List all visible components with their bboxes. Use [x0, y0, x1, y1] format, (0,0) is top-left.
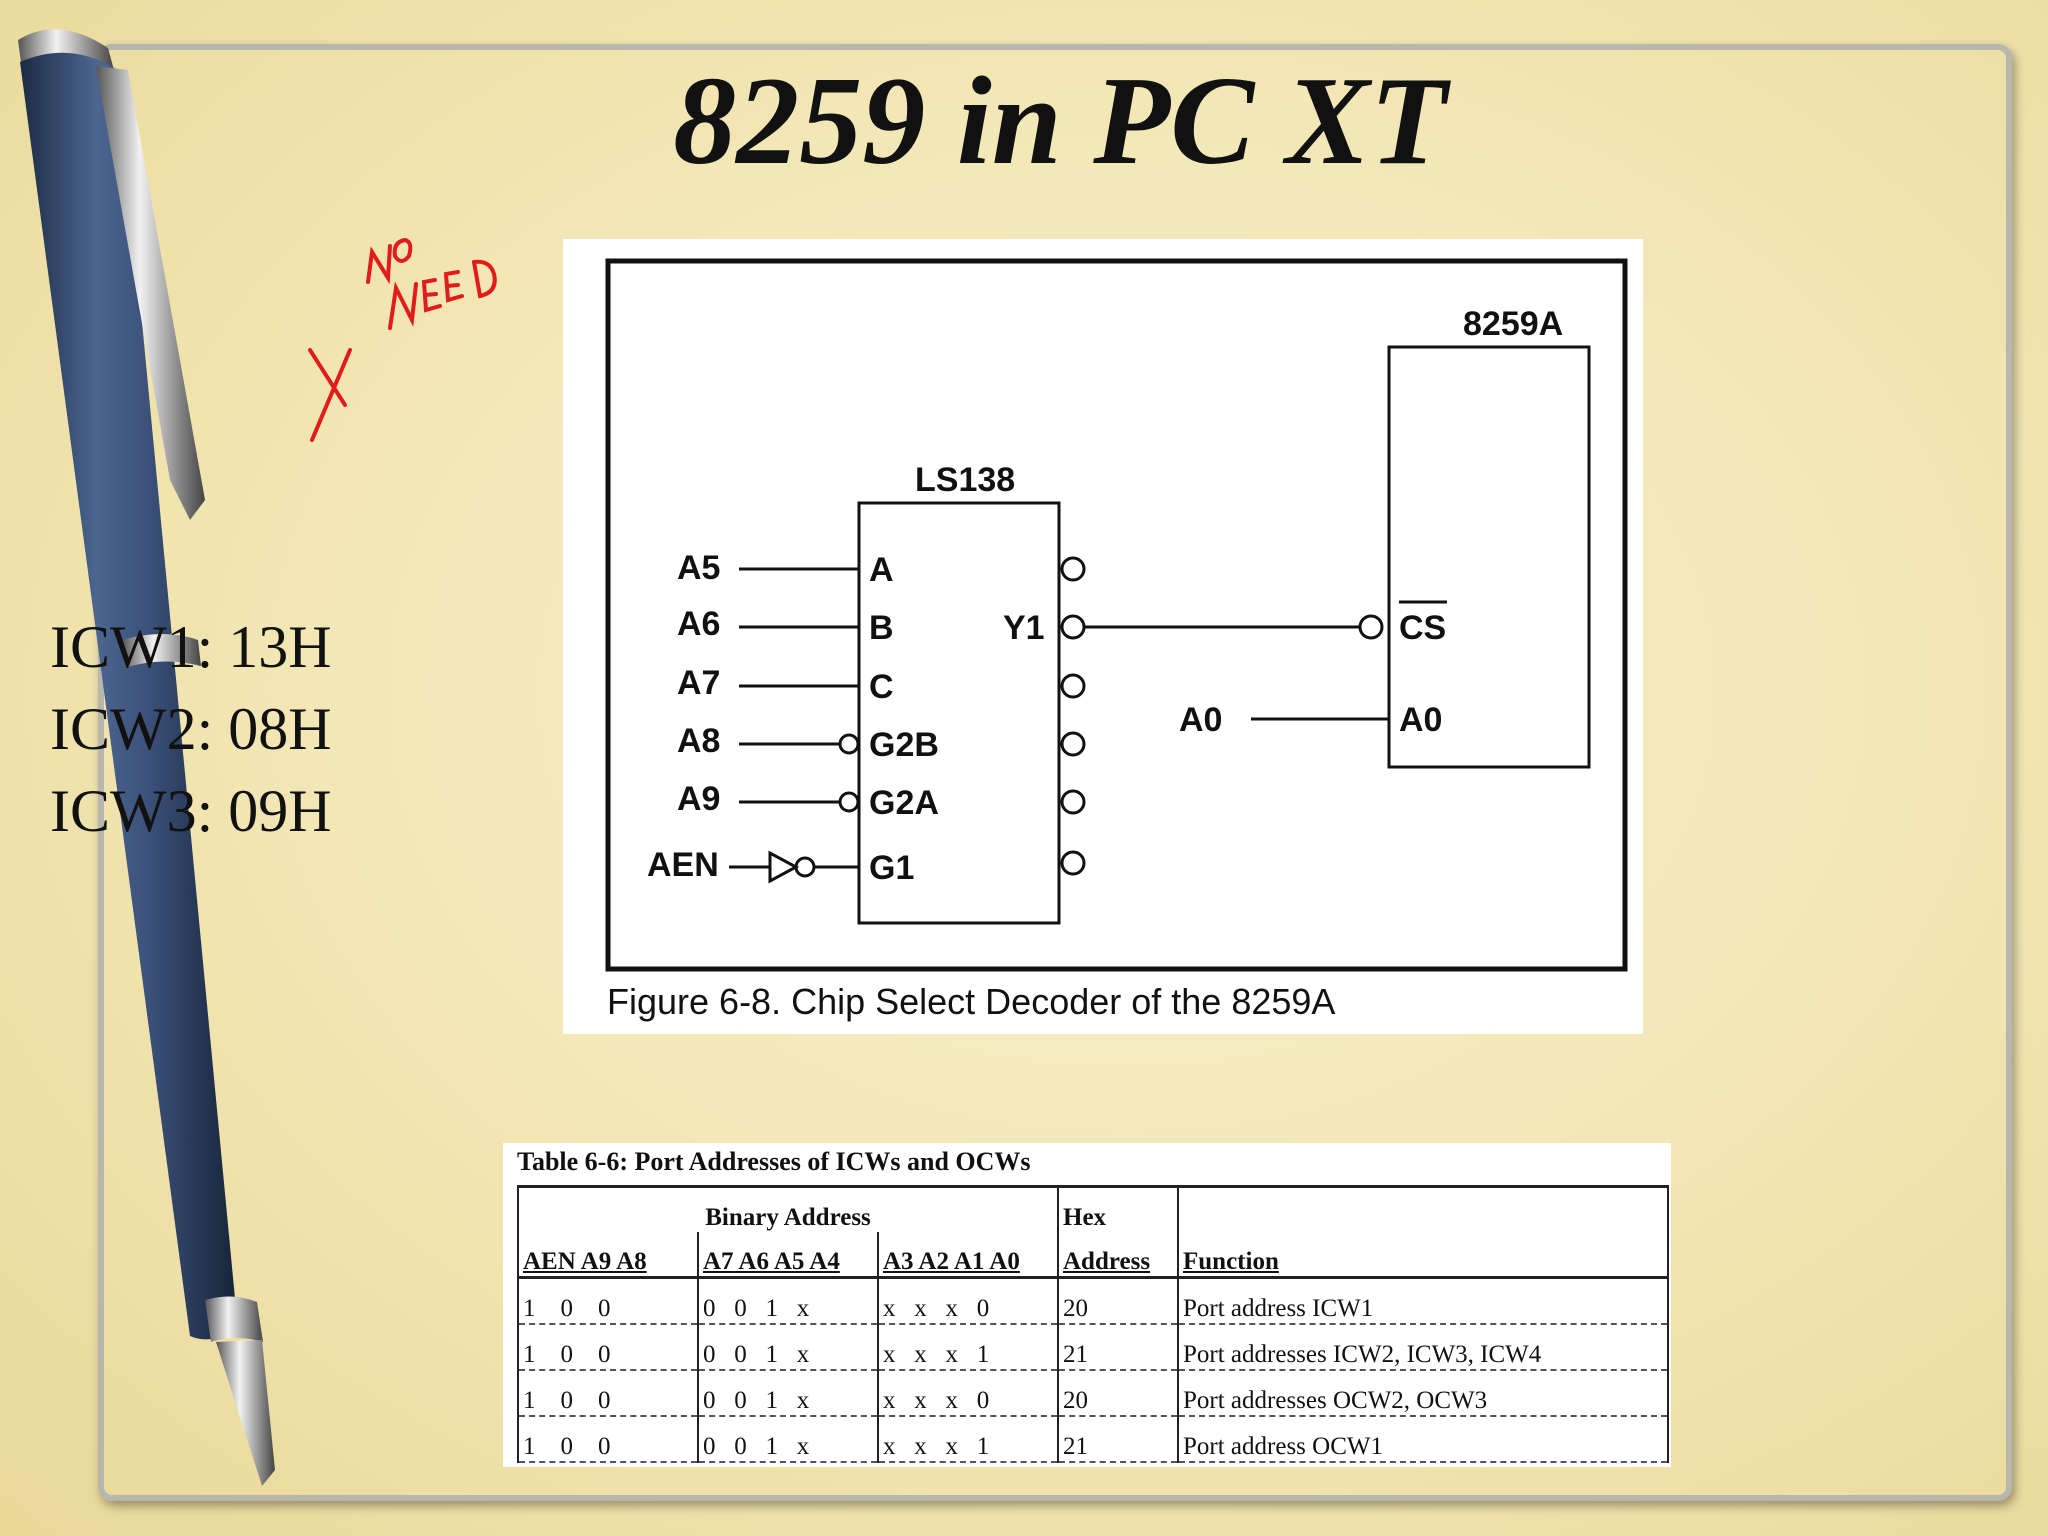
input-a7: A7	[677, 664, 720, 702]
binary-address-header: Binary Address	[517, 1185, 1058, 1232]
pen-illustration	[18, 29, 275, 1486]
col-address: Address	[1057, 1232, 1178, 1279]
input-a6: A6	[677, 605, 720, 643]
pin-cs: CS	[1399, 609, 1446, 647]
slide-frame	[98, 44, 2012, 1501]
chip-select-figure: LS138 8259A A5 A6 A7 A8 A9 AEN	[563, 239, 1643, 1034]
col-a7-a4: A7 A6 A5 A4	[697, 1232, 878, 1279]
table-row: 1 0 0 0 0 1 x x x x 1 21 Port address OC…	[517, 1416, 1669, 1463]
pin-a0: A0	[1399, 701, 1442, 739]
pin-g1: G1	[869, 849, 914, 887]
input-a5: A5	[677, 549, 720, 587]
icw1-line: ICW1: 13H	[50, 614, 332, 680]
icw-values: ICW1: 13H ICW2: 08H ICW3: 09H	[50, 606, 332, 852]
table-row: 1 0 0 0 0 1 x x x x 1 21 Port addresses …	[517, 1324, 1669, 1371]
hex-header: Hex	[1057, 1185, 1178, 1232]
pin-a: A	[869, 551, 894, 589]
8259a-label: 8259A	[1463, 305, 1563, 343]
input-a8: A8	[677, 722, 720, 760]
pin-b: B	[869, 609, 894, 647]
table-row: 1 0 0 0 0 1 x x x x 0 20 Port address IC…	[517, 1277, 1669, 1325]
table-caption: Table 6-6: Port Addresses of ICWs and OC…	[517, 1147, 1031, 1176]
a0-input: A0	[1179, 701, 1222, 739]
pin-g2b: G2B	[869, 726, 939, 764]
pin-y1: Y1	[1003, 609, 1045, 647]
input-a9: A9	[677, 780, 720, 818]
col-aen-a9-a8: AEN A9 A8	[517, 1232, 698, 1279]
icw2-line: ICW2: 08H	[50, 696, 332, 762]
figure-caption: Figure 6-8. Chip Select Decoder of the 8…	[607, 981, 1336, 1022]
handwritten-annotation	[308, 238, 497, 442]
ls138-label: LS138	[915, 461, 1015, 499]
pin-g2a: G2A	[869, 784, 939, 822]
col-function: Function	[1177, 1232, 1669, 1279]
table-row: 1 0 0 0 0 1 x x x x 0 20 Port addresses …	[517, 1370, 1669, 1417]
icw3-line: ICW3: 09H	[50, 778, 332, 844]
col-a3-a0: A3 A2 A1 A0	[877, 1232, 1058, 1279]
input-aen: AEN	[647, 846, 719, 884]
ls138-chip	[857, 501, 1061, 925]
port-address-table: Table 6-6: Port Addresses of ICWs and OC…	[503, 1143, 1671, 1467]
figure-border	[605, 258, 1628, 972]
pin-c: C	[869, 668, 894, 706]
8259a-chip	[1387, 345, 1591, 769]
slide-title: 8259 in PC XT	[673, 52, 1447, 191]
